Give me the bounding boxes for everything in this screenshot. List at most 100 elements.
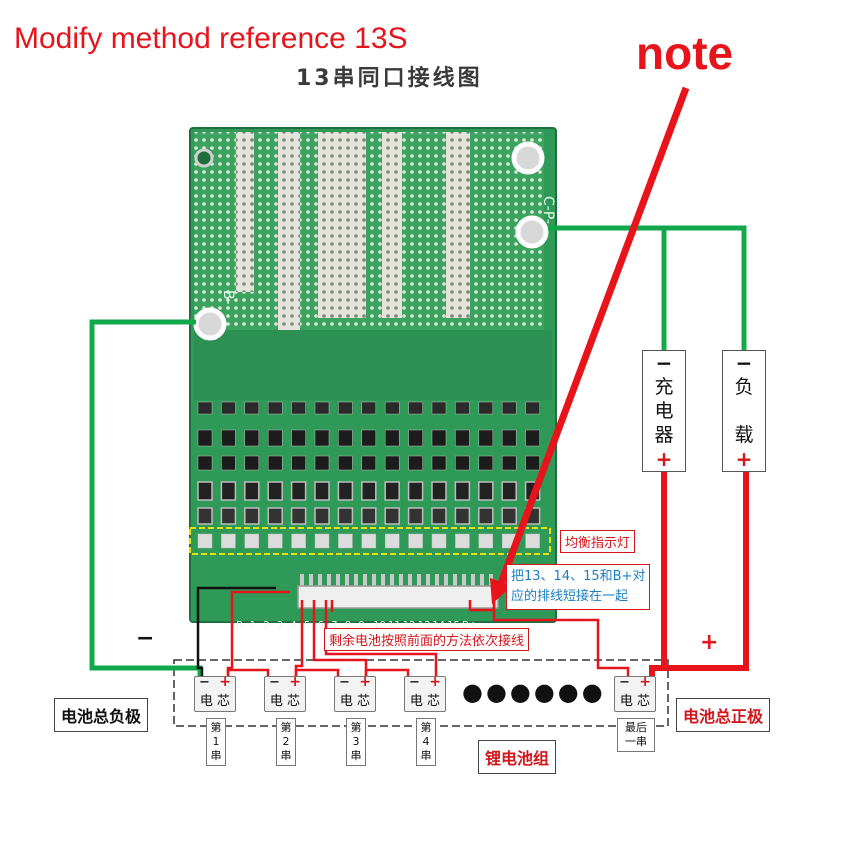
cell-order-text: 第 [210,721,222,734]
board-pin-label: 1 [250,620,256,631]
board-component [291,429,306,447]
board-component [408,401,423,415]
charger-text-1: 充 [654,376,674,398]
connector-pin [462,574,466,588]
cell-order-text: 2 [282,735,290,748]
battery-group-label: 锂电池组 [478,740,557,774]
board-pin-label: 6 [318,620,324,631]
board-pin-label: 11 [388,620,401,631]
load-minus: − [735,351,753,375]
cell-label: 电 芯 [199,694,231,709]
board-component [244,481,260,501]
connector-pin [336,574,340,588]
connector-pin [372,574,376,588]
connector-pin [381,574,385,588]
board-component [267,401,283,415]
board-component [525,455,540,471]
copper-strip-1 [236,132,254,292]
board-component [338,533,353,549]
board-pin-label: 2 [263,620,269,631]
cell-negative-mark: − [409,675,420,690]
board-component [244,533,260,549]
diagram-subtitle: 13串同口接线图 [296,66,483,91]
board-pin-label: 15 [447,620,460,631]
board-component [267,533,283,549]
charger-text-3: 器 [654,424,674,446]
pack-positive-terminal-label: 电池总正极 [676,698,771,732]
short-line-callout: 把13、14、15和B+对 应的排线短接在一起 [506,564,651,610]
board-component [197,481,213,501]
board-component [337,507,354,525]
board-component [478,429,494,447]
board-component [455,401,470,415]
board-component [197,507,213,525]
wire-load-plus [664,466,749,671]
board-component [501,429,517,447]
load-box: − 负 载 + [722,350,766,472]
pack-negative-terminal-label: 电池总负极 [54,698,149,732]
headline: Modify method reference 13S [14,22,408,55]
board-component [408,455,423,471]
cell-negative-mark: − [199,675,210,690]
cell-order-text: 串 [210,749,222,762]
connector-pin [417,574,421,588]
board-component [361,429,377,447]
board-pin-label: 5 [304,620,310,631]
battery-cell: −+电 芯 [614,674,656,712]
board-component [407,507,424,525]
wire-b-minus-black [196,586,276,680]
board-component [197,455,213,471]
board-component [431,481,447,501]
connector-pin [300,574,304,588]
board-component [221,401,236,415]
connector-pin [327,574,331,588]
board-pin-label: B+ [462,620,477,631]
battery-cell: −+电 芯 [334,674,376,712]
board-component [314,429,330,447]
cell-series-links [226,668,410,680]
terminal-b-minus [193,307,227,341]
board-component [384,429,400,447]
pack-minus-sign: − [136,626,155,651]
board-component [291,533,306,549]
charger-text-2: 电 [654,400,674,422]
cell-label: 电 芯 [619,694,651,709]
board-component [408,533,423,549]
connector-pin [408,574,412,588]
board-component [455,455,470,471]
wire-harness-plug [297,585,499,609]
board-component [501,455,517,471]
board-pin-label: 13 [418,620,431,631]
cell-order-text: 一串 [625,735,647,748]
mounting-hole-top-left [194,148,214,168]
cell-order-text: 串 [280,749,292,762]
wire-c-p-minus [548,225,747,352]
short-line-callout-line-1: 把13、14、15和B+对 [511,569,646,584]
connector-pin [471,574,475,588]
board-component [384,401,400,415]
board-component [267,507,283,525]
board-component [407,481,424,501]
charger-plus: + [655,447,673,471]
balance-light-callout: 均衡指示灯 [560,530,636,553]
board-component [431,401,447,415]
board-component [454,507,471,525]
board-component [501,481,517,501]
board-component [431,455,447,471]
connector-pin [309,574,313,588]
copper-strip-2 [278,132,300,332]
board-component [525,533,540,549]
board-pin-label: 8 [345,620,351,631]
cell-negative-mark: − [619,675,630,690]
connector-pin [390,574,394,588]
board-component [338,429,353,447]
board-component [454,481,471,501]
board-component [267,455,283,471]
cell-label: 电 芯 [409,694,441,709]
battery-cell: −+电 芯 [264,674,306,712]
component-rows [197,401,541,588]
connector-pin [453,574,457,588]
